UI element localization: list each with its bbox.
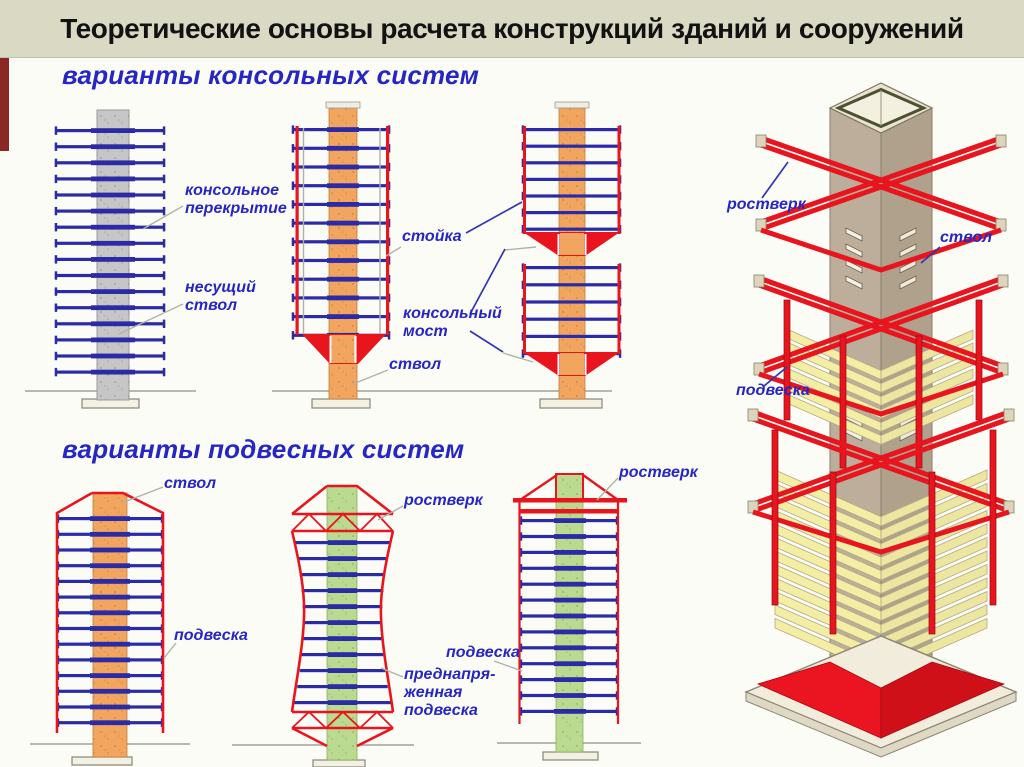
label-grillage-right: ростверк: [619, 464, 698, 481]
iso-grillage-low: [747, 408, 1015, 555]
label-suspension-mid: подвеска: [446, 644, 520, 661]
diagram-cantilever-slab-trunk: [54, 109, 166, 409]
leader-lines: [118, 161, 941, 678]
illustration-3d-suspension-building: [744, 82, 1018, 758]
label-suspension-left: подвеска: [174, 627, 248, 644]
diagram-prestressed-suspension: [290, 484, 395, 767]
label-grillage-mid: ростверк: [404, 492, 483, 509]
iso-base: [744, 635, 1018, 758]
diagram-grillage-suspension: [513, 473, 627, 761]
diagram-post-cantilever: [291, 101, 391, 409]
heading-suspension-systems: варианты подвесных систем: [62, 434, 465, 464]
label-prestressed-suspension: преднапря- женная подвеска: [404, 666, 496, 719]
page-title: Теоретические основы расчета конструкций…: [60, 12, 964, 44]
label-cantilever-bridge: консольный мост: [403, 305, 502, 340]
label-iso-grillage: ростверк: [727, 196, 806, 213]
iso-suspension-rods-mid: [783, 299, 983, 469]
iso-grillage-top: [755, 134, 1007, 273]
label-post: стойка: [402, 228, 462, 245]
label-cantilever-floor: консольное перекрытие: [185, 182, 287, 217]
label-trunk-top-row: ствол: [389, 356, 442, 373]
label-bearing-trunk: несущий ствол: [185, 279, 256, 314]
label-iso-trunk: ствол: [940, 229, 993, 246]
label-trunk-bottom-row: ствол: [164, 475, 217, 492]
heading-cantilever-systems: варианты консольных систем: [62, 60, 480, 90]
title-bar: Теоретические основы расчета конструкций…: [0, 0, 1024, 58]
iso-grillage-mid: [753, 274, 1009, 417]
label-iso-suspension: подвеска: [736, 382, 810, 399]
diagram-suspension-trunk: [55, 491, 165, 766]
diagram-cantilever-bridge: [521, 101, 622, 409]
left-edge-strip: [0, 57, 9, 151]
iso-suspension-rods-low: [771, 429, 997, 635]
